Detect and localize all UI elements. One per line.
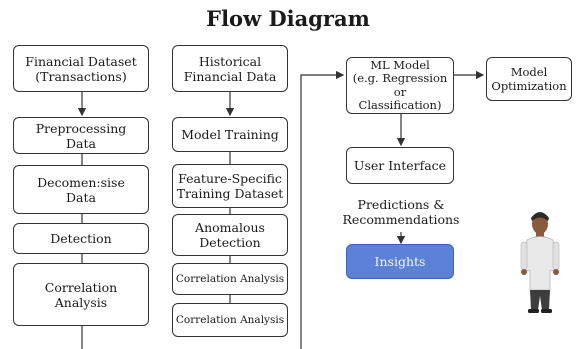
node-feature-specific-dataset: Feature-Specific Training Dataset [172, 164, 288, 208]
node-anomalous-detection: Anomalous Detection [172, 214, 288, 256]
node-detection: Detection [13, 223, 149, 254]
node-financial-dataset: Financial Dataset (Transactions) [13, 45, 149, 92]
node-model-training: Model Training [172, 117, 288, 152]
node-correlation-analysis-left: Correlation Analysis [13, 263, 149, 326]
node-correlation-analysis-mid-2: Correlation Analysis [172, 303, 288, 337]
node-model-optimization: Model Optimization [486, 57, 572, 101]
node-insights: Insights [346, 244, 454, 279]
node-correlation-analysis-mid-1: Correlation Analysis [172, 263, 288, 295]
person-figure-icon [520, 212, 560, 313]
node-historical-financial-data: Historical Financial Data [172, 45, 288, 92]
node-ml-model: ML Model (e.g. Regression or Classificat… [346, 57, 454, 114]
node-decomensise-data: Decomen:sise Data [13, 165, 149, 214]
arrow-into-ml-model [300, 70, 345, 349]
diagram-title: Flow Diagram [206, 6, 370, 31]
node-preprocessing-data: Preprocessing Data [13, 117, 149, 154]
label-predictions-recommendations: Predictions & Recommendations [342, 197, 460, 227]
node-user-interface: User Interface [346, 147, 454, 184]
